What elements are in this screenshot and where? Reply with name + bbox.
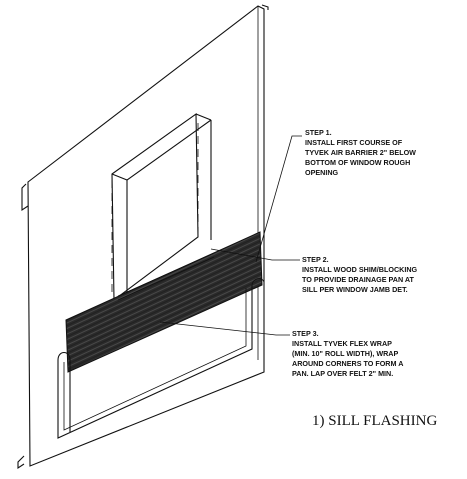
step-2-line: SILL PER WINDOW JAMB DET. — [302, 285, 408, 294]
step-3-line: AROUND CORNERS TO FORM A — [292, 359, 403, 368]
tyvek-air-barrier — [57, 278, 265, 439]
step-2-heading: STEP 2. — [302, 255, 329, 264]
step-1-line: TYVEK AIR BARRIER 2" BELOW — [305, 148, 416, 157]
step-1-note: STEP 1. INSTALL FIRST COURSE OF TYVEK AI… — [305, 128, 416, 177]
step-3-note: STEP 3. INSTALL TYVEK FLEX WRAP (MIN. 10… — [292, 329, 403, 378]
wall-panel — [17, 4, 269, 470]
step-2-line: TO PROVIDE DRAINAGE PAN AT — [302, 275, 415, 284]
step-3-line: PAN. LAP OVER FELT 2" MIN. — [292, 369, 393, 378]
step-2-line: INSTALL WOOD SHIM/BLOCKING — [302, 265, 418, 274]
step-2-note: STEP 2. INSTALL WOOD SHIM/BLOCKING TO PR… — [302, 255, 418, 294]
step-1-line: INSTALL FIRST COURSE OF — [305, 138, 403, 147]
step-3-line: INSTALL TYVEK FLEX WRAP — [292, 339, 392, 348]
sill-flashing-band — [65, 231, 263, 373]
diagram-caption: 1) SILL FLASHING — [312, 413, 437, 429]
step-3-line: (MIN. 10" ROLL WIDTH), WRAP — [292, 349, 398, 358]
step-3-heading: STEP 3. — [292, 329, 319, 338]
step-1-heading: STEP 1. — [305, 128, 332, 137]
step-1-line: BOTTOM OF WINDOW ROUGH — [305, 158, 410, 167]
step-1-line: OPENING — [305, 168, 339, 177]
leader-lines — [159, 135, 302, 336]
